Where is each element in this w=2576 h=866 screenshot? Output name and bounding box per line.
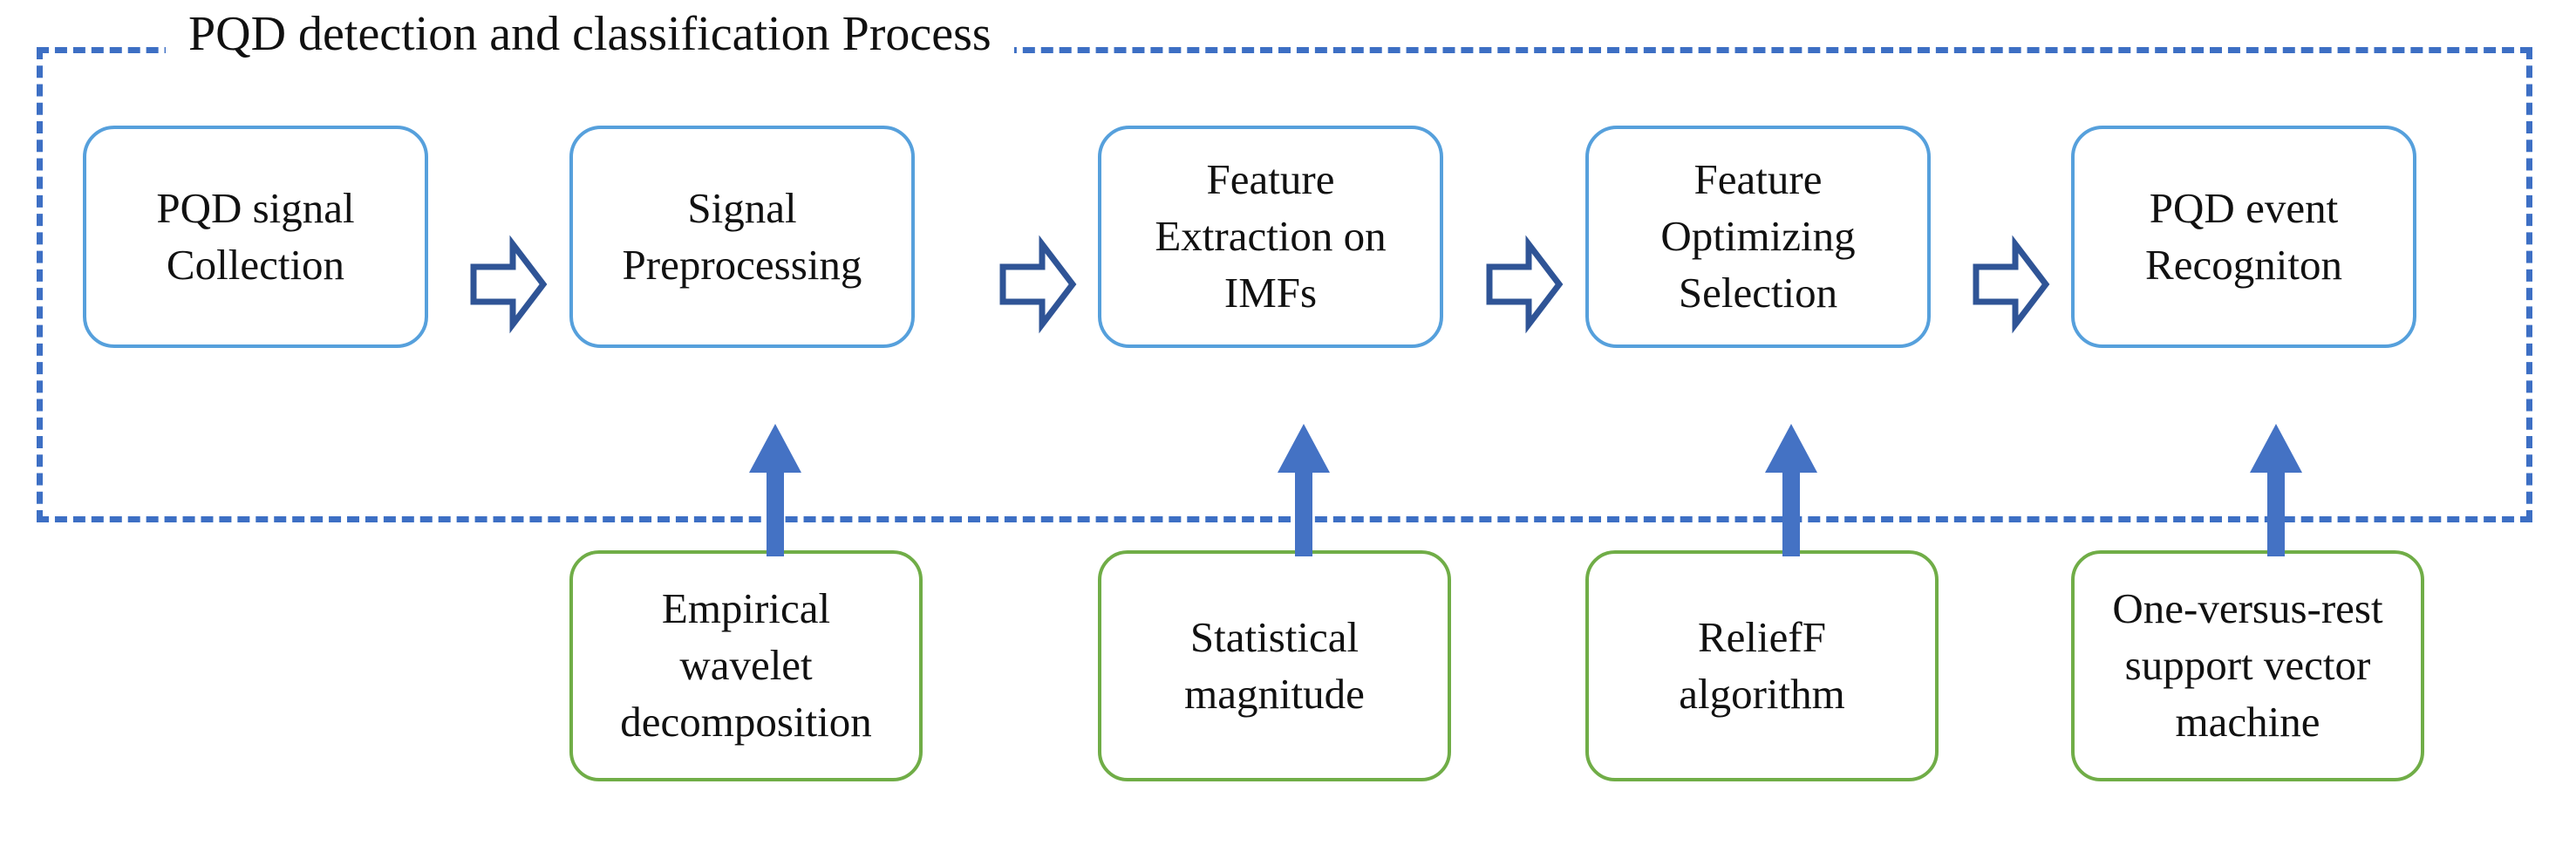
arrow-up-icon (1763, 424, 1819, 556)
stage-label-line: Signal (687, 183, 797, 232)
block-arrow-right-icon (1972, 234, 2050, 335)
pqd-process-group-title: PQD detection and classification Process (166, 7, 1014, 65)
method-label-line: Empirical (661, 584, 831, 633)
stage-label-line: Optimizing (1660, 212, 1856, 261)
stage-box-pqd-signal-collection[interactable]: PQD signal Collection (83, 126, 428, 348)
method-label-line: magnitude (1184, 669, 1365, 718)
method-box-one-versus-rest-svm[interactable]: One-versus-rest support vector machine (2071, 550, 2424, 781)
stage-label-line: Preprocessing (622, 240, 862, 289)
block-arrow-right-icon (998, 234, 1077, 335)
arrow-up-icon (1276, 424, 1332, 556)
arrow-up-icon (2248, 424, 2304, 556)
stage-box-feature-extraction[interactable]: Feature Extraction on IMFs (1098, 126, 1443, 348)
stage-box-feature-optimizing[interactable]: Feature Optimizing Selection (1585, 126, 1931, 348)
method-box-statistical-magnitude[interactable]: Statistical magnitude (1098, 550, 1451, 781)
method-box-relieff-algorithm[interactable]: ReliefF algorithm (1585, 550, 1939, 781)
method-label-line: algorithm (1679, 669, 1845, 718)
method-label-line: Statistical (1189, 612, 1360, 661)
method-label-line: wavelet (679, 641, 813, 690)
stage-label-line: PQD event (2149, 183, 2339, 232)
method-box-empirical-wavelet-decomposition[interactable]: Empirical wavelet decomposition (569, 550, 923, 781)
method-label-line: decomposition (620, 697, 872, 746)
stage-label-line: Recogniton (2145, 240, 2342, 289)
method-label-line: support vector (2124, 641, 2371, 690)
method-label-line: ReliefF (1698, 612, 1826, 661)
stage-label-line: PQD signal (156, 183, 355, 232)
stage-label-line: IMFs (1223, 268, 1318, 317)
method-label-line: One-versus-rest (2112, 584, 2383, 633)
block-arrow-right-icon (469, 234, 548, 335)
block-arrow-right-icon (1485, 234, 1564, 335)
method-label-line: machine (2175, 697, 2320, 746)
stage-label-line: Collection (166, 240, 345, 289)
stage-label-line: Feature (1693, 155, 1823, 204)
arrow-up-icon (747, 424, 803, 556)
stage-label-line: Selection (1678, 268, 1838, 317)
stage-label-line: Extraction on (1155, 212, 1387, 261)
stage-box-pqd-event-recognition[interactable]: PQD event Recogniton (2071, 126, 2416, 348)
stage-box-signal-preprocessing[interactable]: Signal Preprocessing (569, 126, 915, 348)
pqd-process-group-frame (37, 47, 2532, 522)
stage-label-line: Feature (1206, 155, 1335, 204)
